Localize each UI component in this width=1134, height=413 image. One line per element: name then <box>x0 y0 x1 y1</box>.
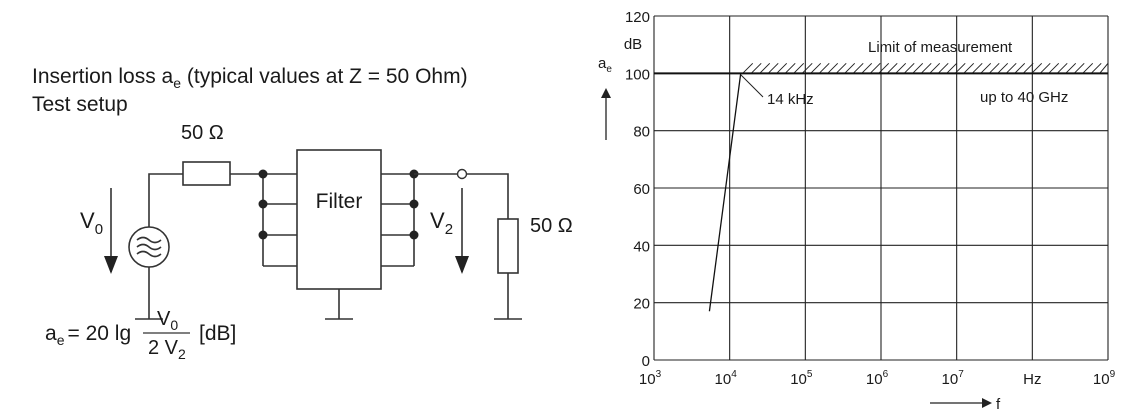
y-tick-label: 20 <box>633 296 650 313</box>
hatch-mark <box>844 62 856 74</box>
hatch-mark <box>1039 62 1051 74</box>
svg-text:[dB]: [dB] <box>199 322 236 345</box>
y-tick-labels: 0 20 40 60 80 100 120 <box>625 9 650 370</box>
hatch-mark <box>1073 62 1085 74</box>
y-tick-label: 120 <box>625 9 650 26</box>
junction-dot <box>258 230 268 240</box>
insertion-loss-formula: ae= 20 lg V0 2 V2 [dB] <box>45 308 236 362</box>
x-tick-label: 103 <box>639 369 662 388</box>
setup-subtitle: Test setup <box>32 93 128 116</box>
hatch-mark <box>1014 62 1026 74</box>
junction-dot <box>258 169 268 179</box>
annotation-40ghz: up to 40 GHz <box>980 89 1068 106</box>
x-tick-label: 107 <box>942 369 965 388</box>
y-tick-label: 100 <box>625 66 650 83</box>
y-tick-label: 60 <box>633 181 650 198</box>
hatch-mark <box>1022 62 1034 74</box>
y-tick-label: 0 <box>642 353 650 370</box>
y-tick-label: 40 <box>633 238 650 255</box>
hatch-mark <box>988 62 1000 74</box>
hatch-mark <box>801 62 813 74</box>
hatch-mark <box>878 62 890 74</box>
hatch-mark <box>920 62 932 74</box>
output-terminal <box>456 168 468 180</box>
hatch-mark <box>912 62 924 74</box>
hatch-mark <box>1056 62 1068 74</box>
chart-series <box>708 72 1108 312</box>
test-setup: Insertion loss ae (typical values at Z =… <box>32 65 573 362</box>
wire-source-top <box>148 173 183 227</box>
svg-text:V0: V0 <box>157 308 178 333</box>
setup-title: Insertion loss ae (typical values at Z =… <box>32 65 468 91</box>
hatch-mark <box>971 62 983 74</box>
hatch-mark <box>929 62 941 74</box>
v0-label: V0 <box>80 208 103 238</box>
svg-text:2 V2: 2 V2 <box>148 337 186 362</box>
hatch-mark <box>895 62 907 74</box>
x-tick-label: 109 <box>1093 369 1116 388</box>
load-resistor <box>497 218 519 274</box>
load-resistor-label: 50 Ω <box>530 215 573 237</box>
limit-label: Limit of measurement <box>868 39 1013 56</box>
hatch-mark <box>852 62 864 74</box>
hatch-mark <box>903 62 915 74</box>
hatch-mark <box>946 62 958 74</box>
y-tick-label: 80 <box>633 124 650 141</box>
hatch-mark <box>750 62 762 74</box>
hatch-mark <box>1082 62 1094 74</box>
circuit-schematic: 50 Ω V0 Filter <box>80 122 573 320</box>
annotation-14khz: 14 kHz <box>767 91 814 108</box>
input-resistor-label: 50 Ω <box>181 122 224 144</box>
hatch-mark <box>835 62 847 74</box>
y-unit-label: dB <box>624 36 642 53</box>
chart-grid <box>653 15 1109 361</box>
x-tick-label: Hz <box>1023 371 1041 388</box>
svg-text:ae= 20 lg: ae= 20 lg <box>45 322 131 348</box>
annotation-leader-line <box>740 74 764 98</box>
hatch-mark <box>954 62 966 74</box>
filter-label: Filter <box>316 190 363 213</box>
hatch-mark <box>1005 62 1017 74</box>
y-axis-label: ae <box>598 55 612 75</box>
hatch-mark <box>759 62 771 74</box>
x-axis-label: f <box>996 396 1001 413</box>
hatch-mark <box>886 62 898 74</box>
x-tick-label: 104 <box>715 369 738 388</box>
v2-label: V2 <box>430 208 453 238</box>
x-tick-labels: 103 104 105 106 107 Hz 109 <box>639 369 1116 388</box>
hatch-mark <box>1031 62 1043 74</box>
hatch-mark <box>1090 62 1102 74</box>
hatch-mark <box>997 62 1009 74</box>
hatch-mark <box>767 62 779 74</box>
hatch-mark <box>963 62 975 74</box>
filter-block <box>296 149 382 290</box>
junction-dot <box>409 230 419 240</box>
v0-arrow-icon <box>104 256 118 274</box>
series-line <box>708 72 1108 312</box>
hatch-mark <box>869 62 881 74</box>
hatch-mark <box>937 62 949 74</box>
hatch-mark <box>810 62 822 74</box>
hatch-mark <box>1099 63 1109 74</box>
sine-wave-icon <box>136 236 162 258</box>
hatch-mark <box>742 62 754 74</box>
junction-dot <box>258 199 268 209</box>
input-resistor <box>182 161 231 186</box>
hatch-mark <box>980 62 992 74</box>
v2-arrow-icon <box>455 256 469 274</box>
hatch-mark <box>818 62 830 74</box>
junction-dot <box>409 199 419 209</box>
hatch-mark <box>1048 62 1060 74</box>
hatch-mark <box>793 62 805 74</box>
hatch-mark <box>827 62 839 74</box>
hatch-mark <box>776 62 788 74</box>
x-tick-label: 105 <box>790 369 813 388</box>
x-tick-label: 106 <box>866 369 889 388</box>
hatch-mark <box>1065 62 1077 74</box>
hatch-mark <box>784 62 796 74</box>
hatch-mark <box>861 62 873 74</box>
